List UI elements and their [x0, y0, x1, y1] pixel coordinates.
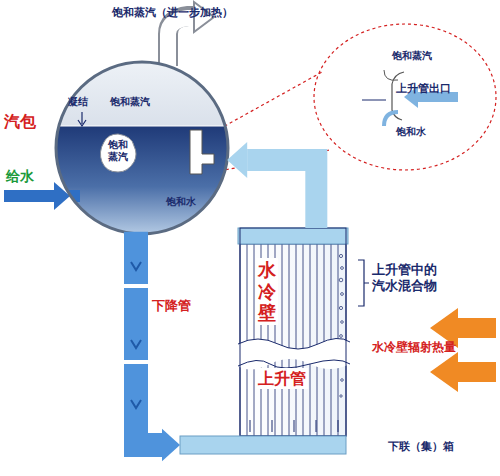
riser-outlet-label: 上升管出口 [396, 82, 451, 95]
pipe-body [247, 160, 316, 228]
lower-header: 下联（集）箱 [180, 436, 346, 454]
drum-interior [54, 60, 230, 236]
water-label: 饱和水 [166, 196, 196, 208]
mixture-label: 上升管中的 汽水混合物 [372, 262, 452, 293]
callout-cloud: 饱和蒸汽上升管出口饱和水 [312, 22, 498, 172]
cloud-outline [314, 24, 496, 170]
water-surface [54, 126, 230, 127]
steam-space [54, 60, 230, 236]
steam-outlet-pipe [168, 18, 196, 68]
riser-label: 上升管 [256, 368, 308, 389]
steam-label: 饱和 蒸汽 [103, 139, 133, 163]
separator-device [190, 130, 214, 174]
arrow-head [227, 142, 247, 178]
water-wall-label: 水冷壁 [256, 258, 278, 325]
drum-shell [56, 62, 228, 234]
panel-border [240, 228, 346, 436]
water-level-line [362, 100, 386, 101]
condense-label: 凝结 [68, 96, 88, 108]
pipe-break [122, 284, 150, 288]
condense-arrow [78, 112, 86, 126]
bracket [358, 260, 369, 306]
steam-drum: 汽包凝结饱和蒸汽饱和水饱和 蒸汽 [54, 60, 230, 236]
downcomer-label: 下降管 [152, 298, 191, 314]
header-label: 下联（集）箱 [388, 440, 454, 453]
heat-arrow [430, 352, 496, 392]
header-bar [180, 436, 346, 454]
arrow-head [162, 429, 180, 461]
steam-drum-shape [54, 60, 230, 236]
callout-leader [214, 72, 322, 132]
feedwater-label: 给水 [6, 168, 34, 185]
water-wall: 水冷壁上升管 [240, 228, 346, 436]
bubble-outline [100, 134, 136, 172]
steam-label: 饱和蒸汽 [392, 50, 432, 62]
break-line [238, 338, 350, 349]
pipe-connector [227, 142, 316, 228]
radiant-heat-label: 水冷壁辐射热量 [372, 340, 456, 354]
drum-label: 汽包 [4, 112, 36, 131]
upper-header [238, 228, 348, 244]
lower-header-shape [180, 436, 346, 454]
flow-ticks [250, 420, 338, 432]
steam-label: 饱和蒸汽 [110, 96, 150, 108]
water-label: 饱和水 [396, 126, 426, 138]
steam-flow-arrow [384, 70, 398, 80]
flow-chevrons [131, 262, 141, 408]
callout-cloud-shape [312, 22, 498, 172]
steam-outlet-label: 饱和蒸汽（进一步加热） [112, 6, 233, 19]
break-band [238, 338, 350, 369]
pipe-connector [136, 232, 180, 461]
break-line [238, 360, 350, 368]
water-space [54, 126, 230, 236]
pipe-break [122, 360, 150, 364]
steam-bubbles [339, 254, 343, 397]
water-flow-arrow [384, 112, 398, 126]
feedwater-pipe [4, 190, 54, 202]
steam-bubble: 饱和 蒸汽 [98, 134, 138, 172]
